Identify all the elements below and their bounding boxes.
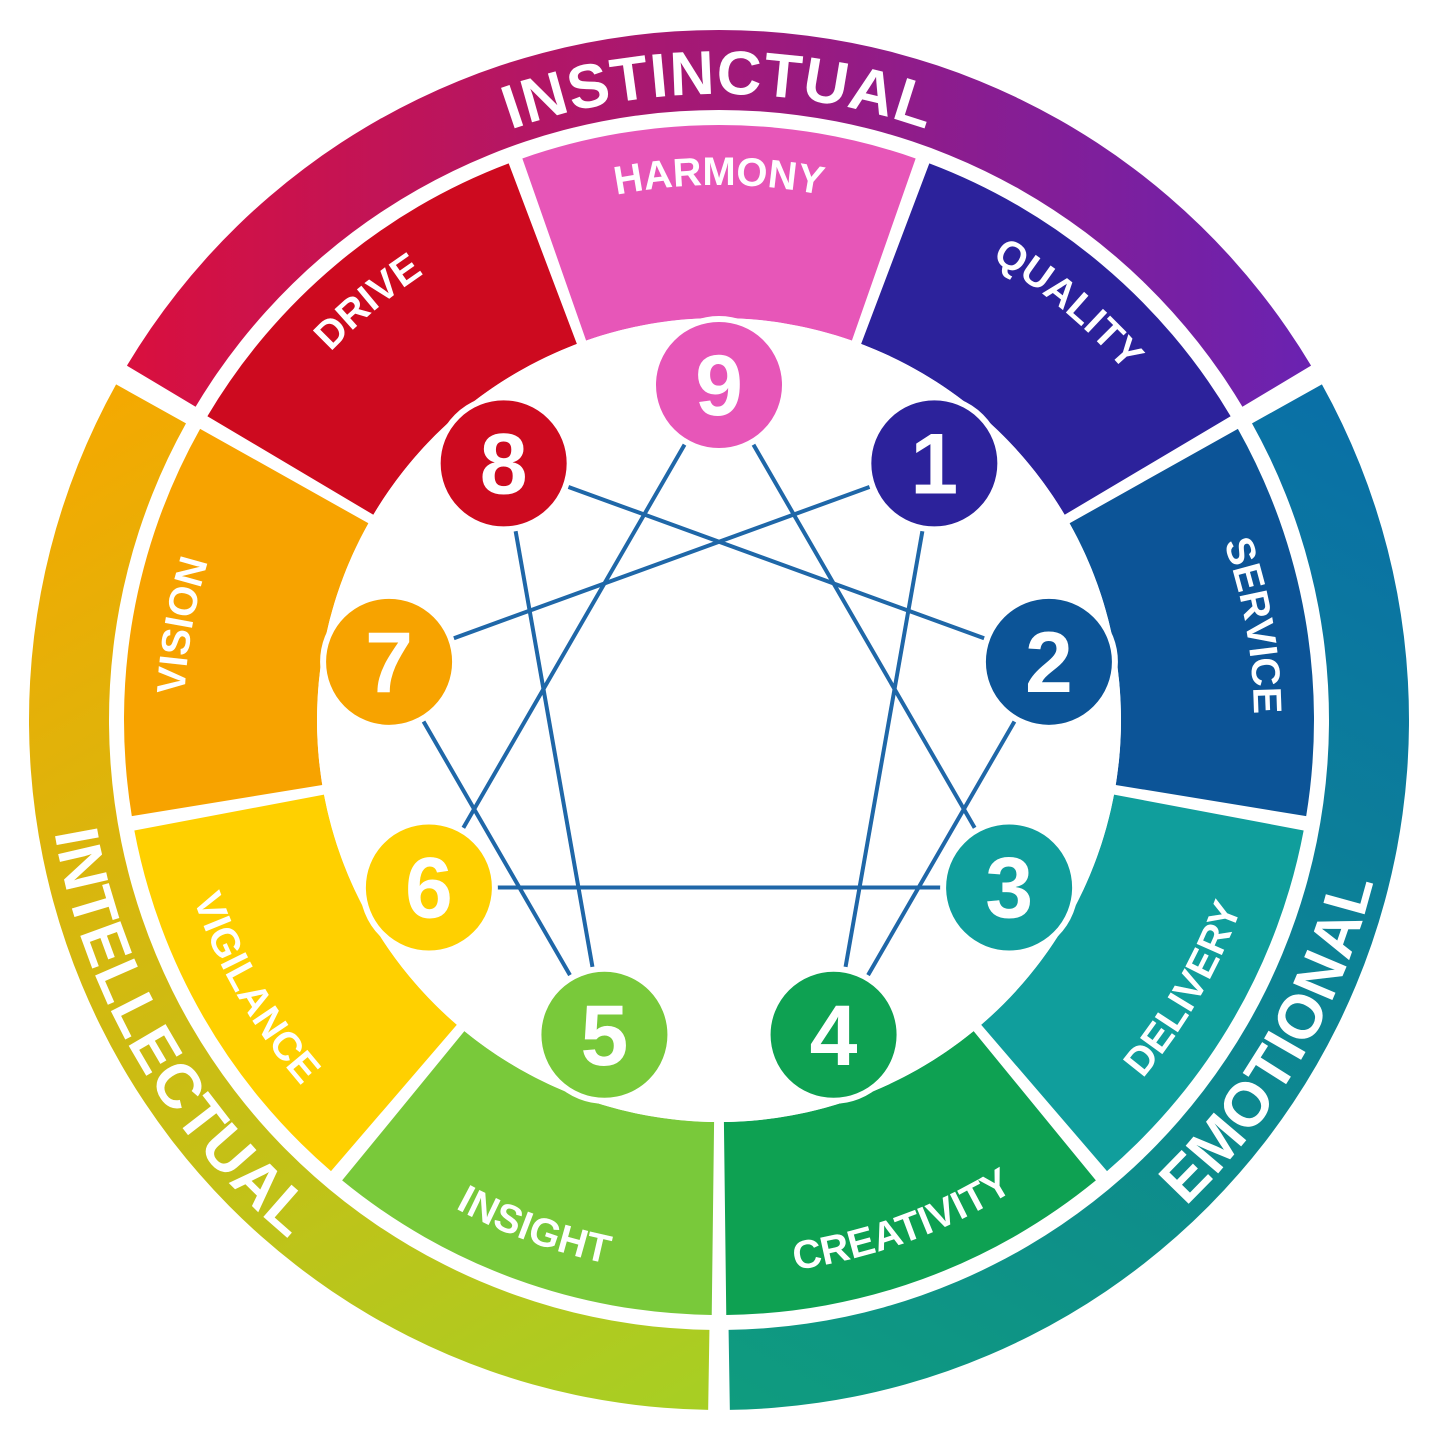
- type-number-7: 7: [365, 615, 413, 711]
- type-node-circle-4: [764, 965, 903, 1104]
- connection-4-2: [831, 660, 1051, 1036]
- connection-8-5: [501, 463, 607, 1036]
- segment-vigilance: [134, 794, 457, 1172]
- segment-harmony: [522, 124, 916, 341]
- connection-1-4: [831, 463, 937, 1036]
- connection-6-9: [427, 384, 721, 889]
- connection-lines: [387, 383, 1051, 1036]
- type-node-circle-8: [434, 394, 573, 533]
- segment-delivery: [981, 794, 1304, 1172]
- type-node-6: 6: [359, 818, 498, 957]
- segment-insight: [342, 1031, 715, 1315]
- center-arc-emotional: [728, 384, 1409, 1410]
- segment-service: [1069, 428, 1314, 817]
- type-number-1: 1: [910, 416, 958, 512]
- type-node-9: 9: [650, 316, 788, 454]
- type-number-4: 4: [810, 988, 858, 1084]
- connection-5-7: [387, 660, 607, 1036]
- segment-vision: [124, 428, 369, 817]
- type-node-3: 3: [940, 818, 1079, 957]
- connection-9-3: [717, 383, 1011, 889]
- type-node-4: 4: [764, 965, 903, 1104]
- type-number-5: 5: [581, 988, 629, 1084]
- type-node-8: 8: [434, 394, 573, 533]
- type-segments: HARMONYQUALITYSERVICEDELIVERYCREATIVITYI…: [124, 124, 1314, 1315]
- segment-drive: [207, 163, 577, 515]
- type-node-5: 5: [535, 965, 674, 1104]
- connection-2-8: [502, 461, 1050, 664]
- type-node-circle-6: [359, 818, 498, 957]
- type-node-circle-2: [979, 592, 1118, 731]
- type-node-1: 1: [865, 394, 1004, 533]
- type-circles: 9 1 2 3 4 5 6 7 8: [320, 316, 1118, 1104]
- center-arc-intellectual: [28, 384, 710, 1410]
- type-node-2: 2: [979, 592, 1118, 731]
- type-number-9: 9: [695, 338, 743, 434]
- center-arc-instinctual: [126, 29, 1312, 407]
- type-number-2: 2: [1025, 615, 1073, 711]
- type-number-8: 8: [480, 416, 528, 512]
- connection-7-1: [388, 461, 936, 664]
- type-node-circle-3: [940, 818, 1079, 957]
- type-node-7: 7: [320, 592, 459, 731]
- type-number-3: 3: [985, 841, 1033, 937]
- type-node-circle-5: [535, 965, 674, 1104]
- type-number-6: 6: [405, 841, 453, 937]
- segment-creativity: [723, 1031, 1096, 1315]
- type-node-circle-1: [865, 394, 1004, 533]
- type-node-circle-7: [320, 592, 459, 731]
- type-node-circle-9: [650, 316, 788, 454]
- segment-quality: [861, 163, 1231, 515]
